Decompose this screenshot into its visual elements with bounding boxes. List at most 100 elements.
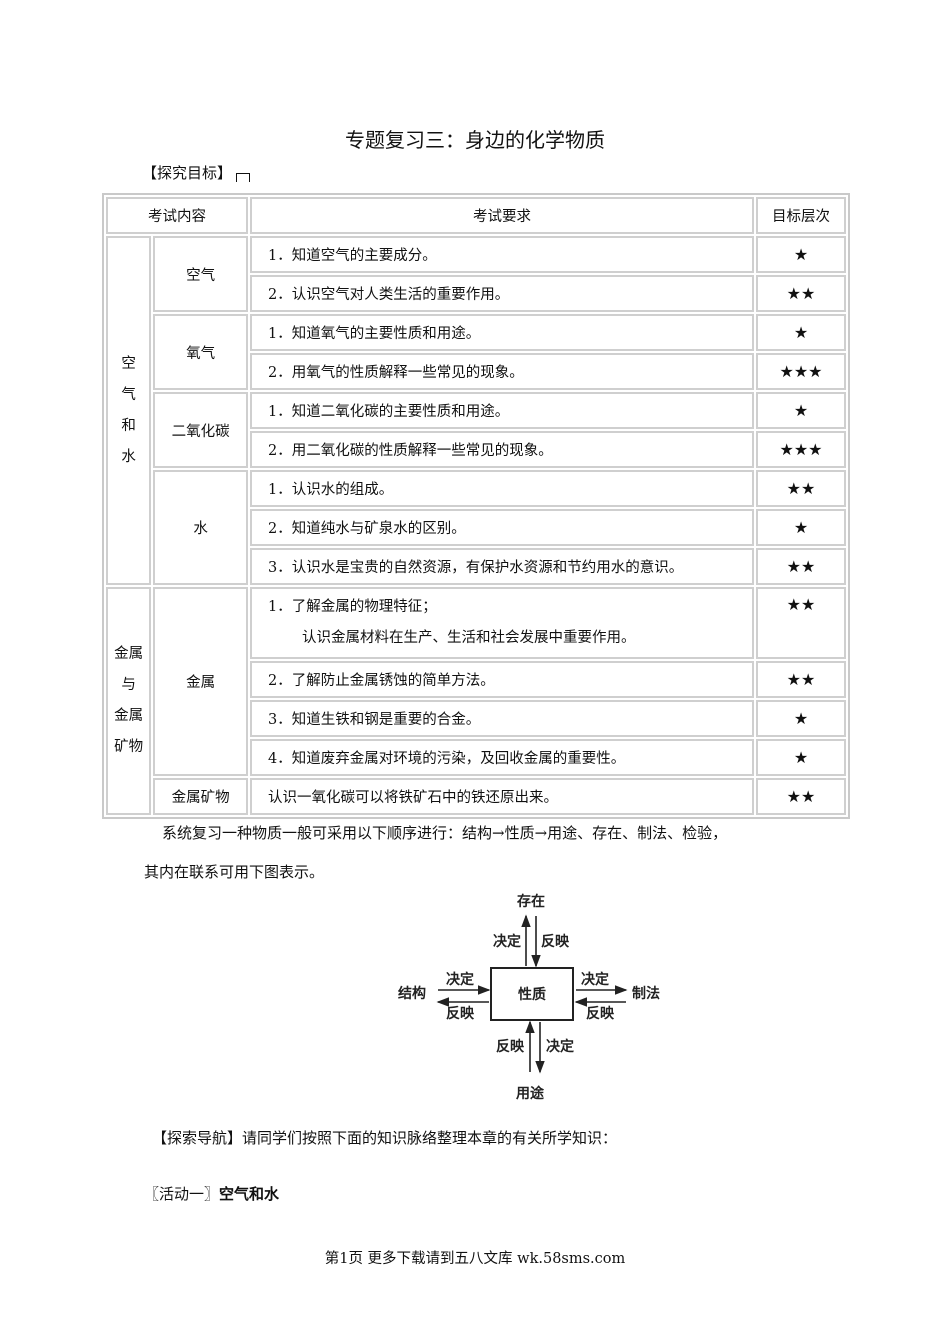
- table-row: 3．知道生铁和钢是重要的合金。 ★: [106, 700, 846, 737]
- requirement-cell: 1．知道空气的主要成分。: [250, 236, 754, 273]
- table-row: 氧气 1．知道氧气的主要性质和用途。 ★: [106, 314, 846, 390]
- topic-cell: 二氧化碳: [153, 392, 248, 468]
- level-stars: ★: [756, 314, 846, 351]
- requirement-text: 2．用二氧化碳的性质解释一些常见的现象。: [268, 443, 553, 459]
- requirement-text: 3．认识水是宝贵的自然资源，有保护水资源和节约用水的意识。: [268, 560, 684, 576]
- requirement-text: 2．知道纯水与矿泉水的区别。: [268, 521, 466, 537]
- label-decide-left: 决定: [446, 971, 474, 988]
- level-stars: ★: [756, 509, 846, 546]
- requirement-text: 3．知道生铁和钢是重要的合金。: [268, 712, 481, 728]
- top-label: 存在: [517, 893, 545, 910]
- requirement-cell: 1．知道二氧化碳的主要性质和用途。: [250, 392, 754, 429]
- table-row: 2．认识空气对人类生活的重要作用。 ★★: [106, 275, 846, 312]
- requirement-text: 2．了解防止金属锈蚀的简单方法。: [268, 673, 495, 689]
- level-stars: ★: [756, 700, 846, 737]
- table-header-row: 考试内容 考试要求 目标层次: [106, 197, 846, 234]
- requirement-cell: 认识一氧化碳可以将铁矿石中的铁还原出来。: [250, 778, 754, 815]
- table-row: 2．用氧气的性质解释一些常见的现象。 ★★★: [106, 353, 846, 390]
- requirement-cell: 1．认识水的组成。: [250, 470, 754, 507]
- requirement-cell: 2．了解防止金属锈蚀的简单方法。: [250, 661, 754, 698]
- level-stars: ★★: [756, 470, 846, 507]
- group-label-line: 气: [121, 386, 136, 403]
- header-level: 目标层次: [756, 197, 846, 234]
- requirement-cell: 2．知道纯水与矿泉水的区别。: [250, 509, 754, 546]
- page-footer: 第1页 更多下载请到五八文库 wk.58sms.com: [324, 1251, 626, 1267]
- requirement-cell: 3．知道生铁和钢是重要的合金。: [250, 700, 754, 737]
- topic-cell: 氧气: [153, 314, 248, 390]
- table-row: 金属矿物 认识一氧化碳可以将铁矿石中的铁还原出来。 ★★: [106, 778, 846, 815]
- requirement-cell: 2．认识空气对人类生活的重要作用。: [250, 275, 754, 312]
- requirement-cell: 1．知道氧气的主要性质和用途。: [250, 314, 754, 351]
- level-stars: ★★: [756, 548, 846, 585]
- header-content: 考试内容: [106, 197, 248, 234]
- level-stars: ★★★: [756, 353, 846, 390]
- level-stars: ★★: [756, 661, 846, 698]
- group-label-line: 金属: [114, 646, 144, 662]
- level-stars: ★★: [756, 778, 846, 815]
- requirement-cell: 2．用氧气的性质解释一些常见的现象。: [250, 353, 754, 390]
- requirement-text: 1．知道氧气的主要性质和用途。: [268, 326, 481, 342]
- level-stars: ★★: [756, 275, 846, 312]
- topic-cell: 水: [153, 470, 248, 585]
- requirement-cell: 3．认识水是宝贵的自然资源，有保护水资源和节约用水的意识。: [250, 548, 754, 585]
- left-label: 结构: [398, 985, 426, 1002]
- label-reflect-right: 反映: [586, 1005, 615, 1022]
- requirement-text: 1．了解金属的物理特征；: [268, 599, 437, 615]
- level-stars: ★: [756, 739, 846, 776]
- center-box: [490, 967, 574, 1021]
- label-decide-top: 决定: [493, 933, 521, 950]
- activity-prefix: 〖活动一〗: [144, 1185, 220, 1203]
- group-label-line: 和: [121, 417, 136, 434]
- activity-heading: 〖活动一〗空气和水: [144, 1183, 279, 1204]
- group-cell: 空气和水: [106, 236, 152, 585]
- level-stars: ★: [756, 392, 846, 429]
- requirement-cell: 1．了解金属的物理特征； 认识金属材料在生产、生活和社会发展中重要作用。: [250, 587, 754, 659]
- page-title: 专题复习三：身边的化学物质: [345, 128, 605, 152]
- group-label-line: 与: [121, 677, 136, 693]
- header-requirement: 考试要求: [250, 197, 754, 234]
- table-row: 4．知道废弃金属对环境的污染，及回收金属的重要性。 ★: [106, 739, 846, 776]
- goal-heading-text: 【探究目标】: [142, 164, 233, 182]
- table-row: 2．了解防止金属锈蚀的简单方法。 ★★: [106, 661, 846, 698]
- label-reflect-top: 反映: [541, 933, 570, 950]
- label-reflect-bottom: 反映: [496, 1038, 525, 1055]
- topic-cell: 金属: [153, 587, 248, 776]
- group-label-line: 矿物: [114, 739, 144, 755]
- level-stars: ★: [756, 236, 846, 273]
- table-row: 2．知道纯水与矿泉水的区别。 ★: [106, 509, 846, 546]
- requirement-text: 4．知道废弃金属对环境的污染，及回收金属的重要性。: [268, 751, 626, 767]
- group-label-line: 金属: [114, 708, 144, 724]
- center-label: 性质: [518, 986, 546, 1003]
- level-stars: ★★★: [756, 431, 846, 468]
- level-stars: ★★: [756, 587, 846, 659]
- topic-cell: 空气: [153, 236, 248, 312]
- requirement-cell: 4．知道废弃金属对环境的污染，及回收金属的重要性。: [250, 739, 754, 776]
- paragraph-diagram-intro: 其内在联系可用下图表示。: [144, 863, 325, 881]
- activity-title: 空气和水: [219, 1185, 280, 1203]
- right-label: 制法: [632, 985, 660, 1002]
- requirement-text: 2．认识空气对人类生活的重要作用。: [268, 287, 510, 303]
- label-decide-right: 决定: [581, 971, 609, 988]
- table-row: 2．用二氧化碳的性质解释一些常见的现象。 ★★★: [106, 431, 846, 468]
- topic-cell: 金属矿物: [153, 778, 248, 815]
- exploration-nav: 【探索导航】请同学们按照下面的知识脉络整理本章的有关所学知识：: [152, 1129, 618, 1147]
- requirement-text: 认识一氧化碳可以将铁矿石中的铁还原出来。: [268, 790, 558, 806]
- table-row: 二氧化碳 1．知道二氧化碳的主要性质和用途。 ★: [106, 392, 846, 468]
- table-row: 3．认识水是宝贵的自然资源，有保护水资源和节约用水的意识。 ★★: [106, 548, 846, 585]
- group-label-line: 水: [121, 448, 136, 465]
- label-reflect-left: 反映: [446, 1005, 475, 1022]
- label-decide-bottom: 决定: [546, 1038, 574, 1055]
- bottom-label: 用途: [516, 1085, 545, 1100]
- group-label-line: 空: [121, 355, 136, 372]
- requirement-text: 1．知道空气的主要成分。: [268, 248, 437, 264]
- requirement-text: 1．知道二氧化碳的主要性质和用途。: [268, 404, 510, 420]
- requirement-text: 1．认识水的组成。: [268, 482, 394, 498]
- goal-heading: 【探究目标】: [142, 162, 251, 183]
- bracket-mark-icon: [236, 173, 251, 182]
- relationship-diagram: 性质 存在 用途 结构 制法 决定 反映 决定 反映 决定 反映 反映 决定: [398, 893, 660, 1100]
- requirement-text-line2: 认识金属材料在生产、生活和社会发展中重要作用。: [302, 630, 636, 646]
- requirement-text: 2．用氧气的性质解释一些常见的现象。: [268, 365, 524, 381]
- table-row: 水 1．认识水的组成。 ★★: [106, 470, 846, 585]
